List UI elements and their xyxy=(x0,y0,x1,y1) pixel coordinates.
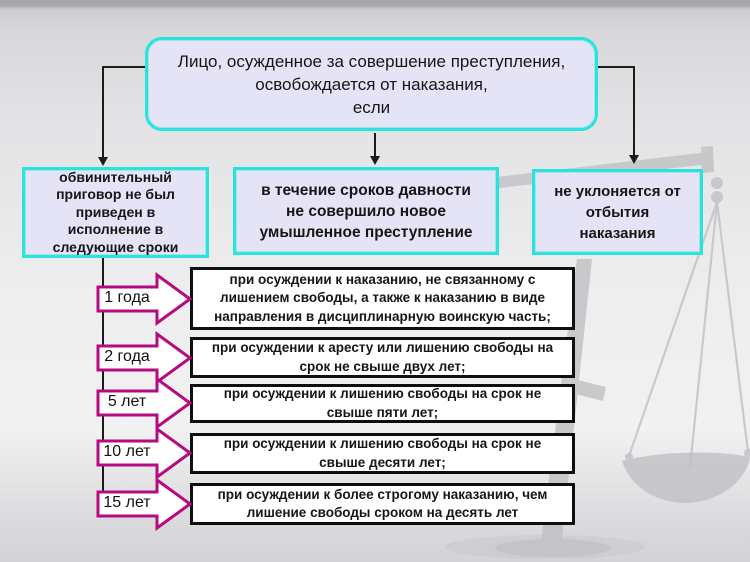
term-description-15-years: при осуждении к более строгому наказанию… xyxy=(190,483,575,525)
title-box: Лицо, осужденное за совершение преступле… xyxy=(145,37,598,131)
connector-right-horizontal xyxy=(597,66,634,68)
term-description-2-years: при осуждении к аресту или лишению свобо… xyxy=(190,337,575,378)
right-arrow-icon xyxy=(96,426,193,480)
connector-left-arrow-icon xyxy=(98,157,108,166)
term-text: при осуждении к лишению свободы на срок … xyxy=(223,386,542,420)
connector-left-horizontal xyxy=(102,66,146,68)
connector-right-arrow-icon xyxy=(629,155,639,164)
right-arrow-icon xyxy=(96,376,193,430)
term-description-10-years: при осуждении к лишению свободы на срок … xyxy=(190,433,575,474)
term-arrow-1-year: 1 года xyxy=(96,272,193,326)
connector-left-vertical xyxy=(102,66,104,158)
condition-box-no-evasion: не уклоняется от отбытия наказания xyxy=(532,169,703,255)
term-label: 5 лет xyxy=(107,393,147,410)
term-arrow-15-years: 15 лет xyxy=(96,477,193,531)
connector-middle-vertical xyxy=(374,133,376,157)
term-description-5-years: при осуждении к лишению свободы на срок … xyxy=(190,384,575,423)
term-text: при осуждении к аресту или лишению свобо… xyxy=(211,340,554,374)
term-text: при осуждении к более строгому наказанию… xyxy=(217,486,548,521)
term-description-1-year: при осуждении к наказанию, не связанному… xyxy=(190,267,575,330)
term-text: при осуждении к лишению свободы на срок … xyxy=(223,436,542,470)
term-label: 15 лет xyxy=(103,494,151,511)
term-arrow-2-years: 2 года xyxy=(96,331,193,385)
terms-spine-line xyxy=(102,258,104,504)
term-arrow-5-years: 5 лет xyxy=(96,376,193,430)
term-label: 1 года xyxy=(104,289,150,306)
term-label: 10 лет xyxy=(103,443,151,460)
condition-text: в течение сроков давности не совершило н… xyxy=(259,181,473,241)
condition-text: обвинительный приговор не был приведен в… xyxy=(52,168,179,255)
condition-text: не уклоняется от отбытия наказания xyxy=(554,182,681,242)
connector-right-vertical xyxy=(633,66,635,156)
connector-middle-arrow-icon xyxy=(370,156,380,165)
right-arrow-icon xyxy=(96,477,193,531)
term-arrow-10-years: 10 лет xyxy=(96,426,193,480)
title-text: Лицо, осужденное за совершение преступле… xyxy=(177,51,566,117)
right-arrow-icon xyxy=(96,331,193,385)
condition-box-sentence-not-executed: обвинительный приговор не был приведен в… xyxy=(22,167,209,258)
term-label: 2 года xyxy=(104,348,150,365)
condition-box-no-new-crime: в течение сроков давности не совершило н… xyxy=(233,167,499,255)
term-text: при осуждении к наказанию, не связанному… xyxy=(214,271,551,324)
right-arrow-icon xyxy=(96,272,193,326)
